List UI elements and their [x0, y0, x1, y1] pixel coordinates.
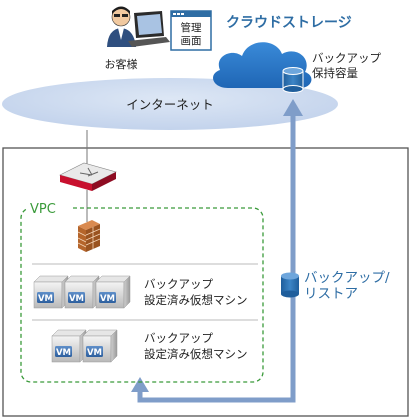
backup-capacity-line2: 保持容量 — [312, 66, 358, 80]
vm-cube-icon: VM — [33, 275, 69, 309]
admin-screen-window: 管理 画面 — [170, 10, 212, 51]
storage-database-icon — [282, 67, 304, 93]
firewall-icon — [77, 220, 101, 252]
admin-screen-line2: 画面 — [181, 35, 202, 47]
vm-badge-label: VM — [100, 294, 115, 304]
internet-label: インターネット — [126, 97, 214, 112]
vm-group-label-line2: 設定済み仮想マシン — [144, 347, 248, 361]
vm-badge-label: VM — [56, 348, 71, 358]
cloud-storage-title: クラウドストレージ — [226, 15, 352, 31]
vm-cube-icon: VM — [82, 329, 118, 363]
customer-person-icon — [107, 6, 136, 47]
vpc-boundary — [20, 207, 264, 383]
vm-cube-icon: VM — [51, 329, 87, 363]
vm-group-label-line2: 設定済み仮想マシン — [144, 293, 248, 307]
backup-capacity-line1: バックアップ — [312, 51, 381, 65]
vm-badge-label: VM — [69, 294, 84, 304]
router-icon — [59, 162, 117, 191]
admin-screen-line1: 管理 — [181, 21, 202, 34]
vm-badge-label: VM — [38, 294, 53, 304]
backup-restore-arrow — [131, 99, 303, 403]
vpc-label: VPC — [30, 202, 56, 217]
vm-group-label-line1: バックアップ — [144, 277, 213, 291]
vpc-label-bg — [27, 200, 71, 216]
customer-label: お客様 — [105, 57, 138, 71]
vm-group-label-line1: バックアップ — [144, 331, 213, 345]
internet-cloud — [2, 78, 338, 130]
vm-cube-icon: VM — [95, 275, 131, 309]
laptop-icon — [128, 11, 170, 47]
datacenter-frame — [2, 147, 409, 417]
vm-cube-icon: VM — [64, 275, 100, 309]
vm-badge-label: VM — [87, 348, 102, 358]
backup-database-icon — [281, 272, 299, 298]
backup-restore-line1: バックアップ/ — [304, 270, 390, 286]
backup-restore-line2: リストア — [304, 286, 358, 302]
